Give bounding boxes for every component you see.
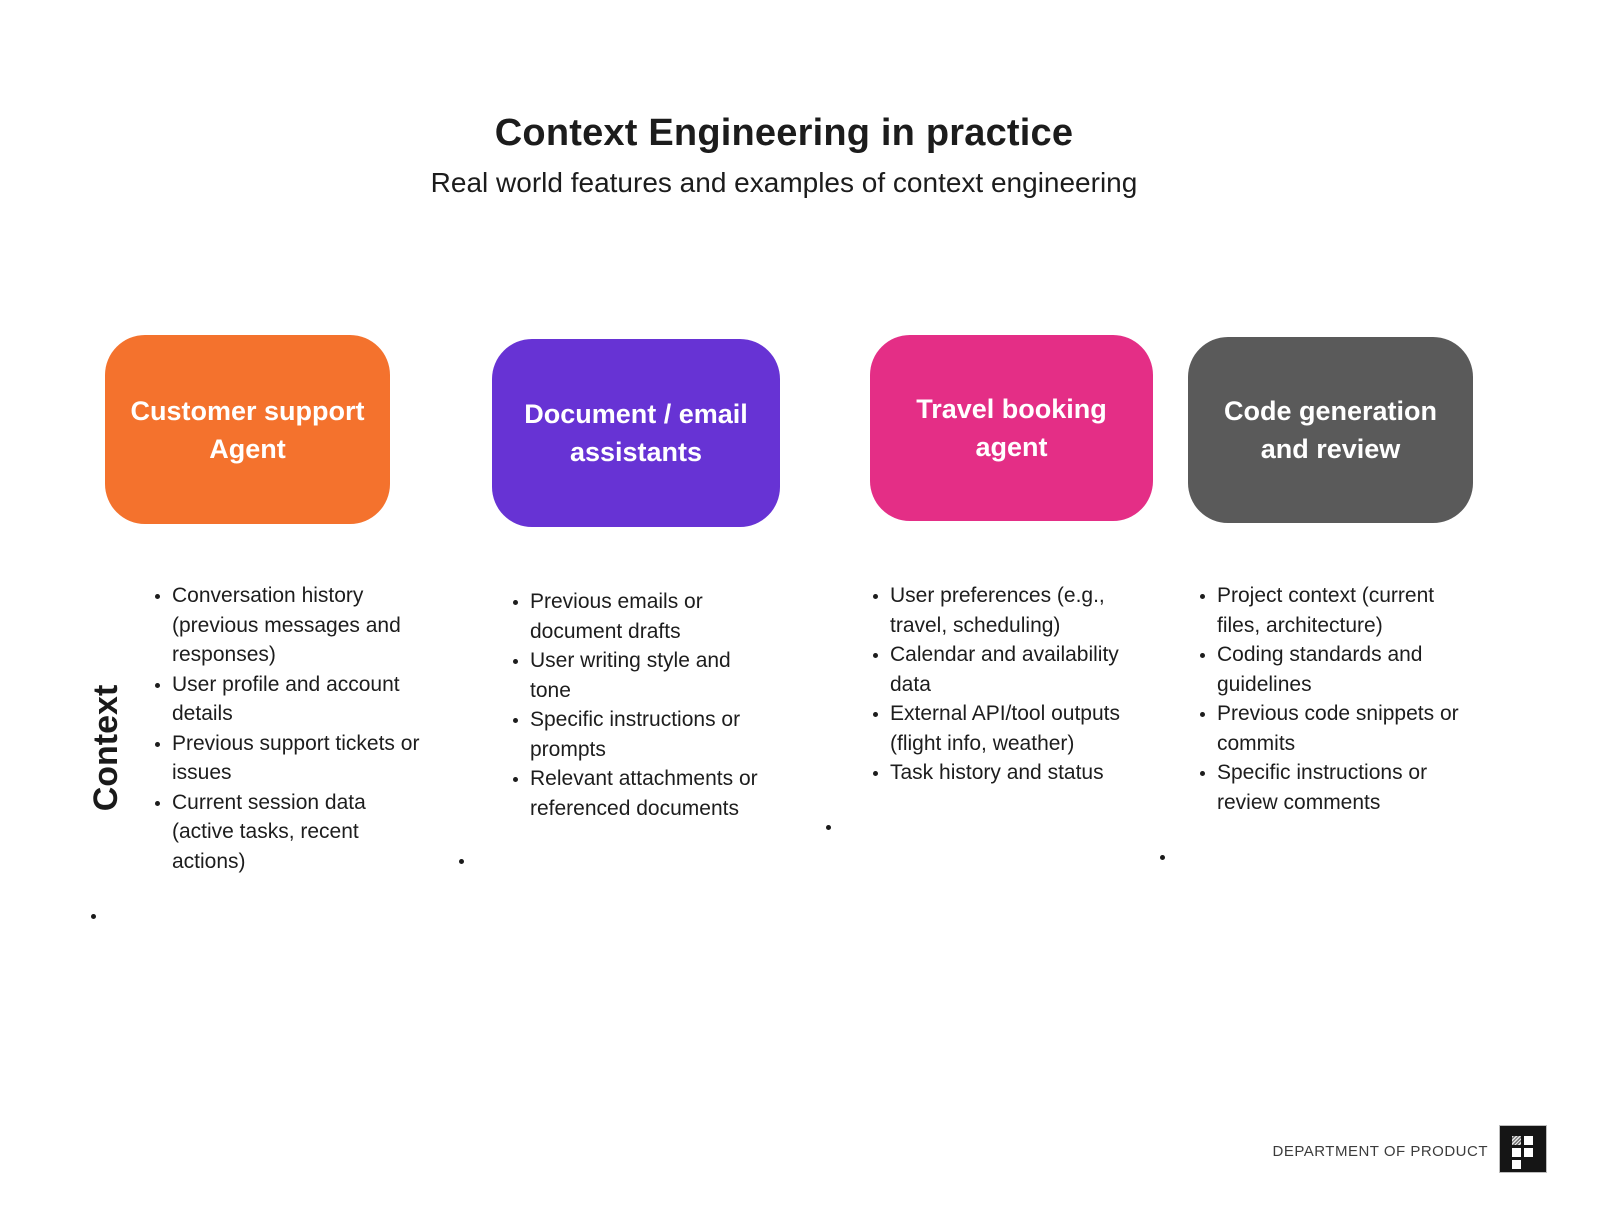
list-item: Previous emails or document drafts bbox=[508, 587, 772, 646]
logo-square bbox=[1524, 1136, 1533, 1145]
logo-square bbox=[1524, 1148, 1533, 1157]
page-subtitle: Real world features and examples of cont… bbox=[430, 167, 1138, 198]
card-customer-support-agent: Customer support Agent bbox=[105, 335, 390, 524]
list-item: Conversation history (previous messages … bbox=[150, 581, 424, 670]
list-item: User writing style and tone bbox=[508, 646, 772, 705]
list-item: External API/tool outputs (flight info, … bbox=[868, 699, 1150, 758]
card-title: Customer support Agent bbox=[130, 392, 364, 468]
bullet-list-code-generation: Project context (current files, architec… bbox=[1195, 581, 1479, 817]
logo-square bbox=[1512, 1160, 1521, 1169]
bullet-list-travel-booking: User preferences (e.g., travel, scheduli… bbox=[868, 581, 1150, 788]
stray-bullet-dot bbox=[826, 825, 831, 830]
bullet-list-document-email: Previous emails or document drafts User … bbox=[508, 587, 772, 823]
logo-square bbox=[1512, 1148, 1521, 1157]
card-title-line: Agent bbox=[209, 433, 286, 464]
list-item: Previous code snippets or commits bbox=[1195, 699, 1479, 758]
list-item: Specific instructions or prompts bbox=[508, 705, 772, 764]
card-title-line: Document / email bbox=[524, 399, 748, 429]
card-document-email-assistants: Document / email assistants bbox=[492, 339, 780, 527]
context-row-label: Context bbox=[87, 684, 125, 812]
list-item: User preferences (e.g., travel, scheduli… bbox=[868, 581, 1150, 640]
card-title-line: Travel booking bbox=[916, 394, 1107, 424]
card-title: Document / email assistants bbox=[524, 395, 748, 471]
list-item: Task history and status bbox=[868, 758, 1150, 788]
list-item: Previous support tickets or issues bbox=[150, 729, 424, 788]
card-title-line: agent bbox=[975, 432, 1048, 462]
card-title-line: Code generation bbox=[1223, 396, 1438, 426]
card-title: Code generation and review bbox=[1224, 392, 1437, 468]
department-of-product-logo-icon bbox=[1500, 1126, 1546, 1172]
header: Context Engineering in practice Real wor… bbox=[0, 112, 1568, 199]
card-title-line: and review bbox=[1260, 434, 1401, 464]
page-title: Context Engineering in practice bbox=[494, 112, 1074, 154]
list-item: Current session data (active tasks, rece… bbox=[150, 788, 424, 877]
list-item: Relevant attachments or referenced docum… bbox=[508, 764, 772, 823]
stray-bullet-dot bbox=[91, 914, 96, 919]
list-item: Coding standards and guidelines bbox=[1195, 640, 1479, 699]
card-title: Travel booking agent bbox=[916, 390, 1107, 466]
stray-bullet-dot bbox=[1160, 855, 1165, 860]
list-item: Project context (current files, architec… bbox=[1195, 581, 1479, 640]
list-item: User profile and account details bbox=[150, 670, 424, 729]
list-item: Specific instructions or review comments bbox=[1195, 758, 1479, 817]
footer-brand-text: DEPARTMENT OF PRODUCT bbox=[1272, 1143, 1488, 1160]
card-travel-booking-agent: Travel booking agent bbox=[870, 335, 1153, 521]
card-title-line: Customer support bbox=[130, 395, 365, 426]
stray-bullet-dot bbox=[459, 859, 464, 864]
bullet-list-customer-support: Conversation history (previous messages … bbox=[150, 581, 424, 876]
list-item: Calendar and availability data bbox=[868, 640, 1150, 699]
card-title-line: assistants bbox=[569, 437, 703, 467]
card-code-generation-review: Code generation and review bbox=[1188, 337, 1473, 523]
logo-square bbox=[1512, 1136, 1521, 1145]
